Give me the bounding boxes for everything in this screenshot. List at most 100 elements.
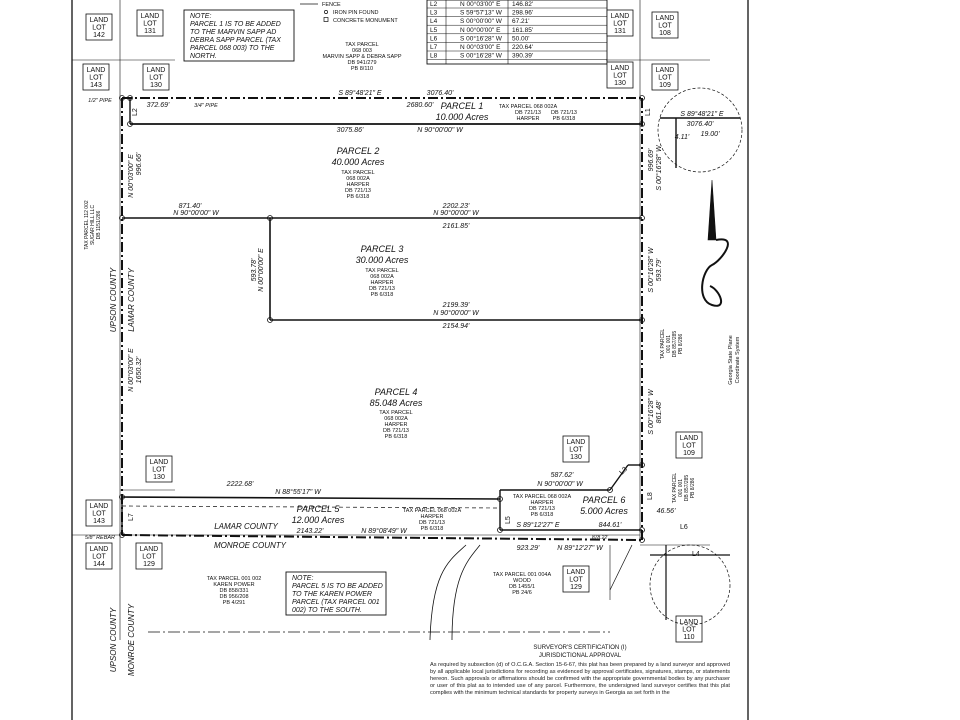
svg-text:PB 6/318: PB 6/318 [421, 526, 444, 532]
harper-block-p1: TAX PARCEL 068 002A DB 721/13 HARPER DB … [499, 104, 577, 122]
land-lot-label-part: 109 [659, 82, 671, 89]
svg-text:996.69': 996.69' [648, 148, 655, 171]
land-lot-box [675, 615, 703, 643]
parcel-1-name: PARCEL 1 [441, 101, 484, 111]
legend: FENCE IRON PIN FOUND CONCRETE MONUMENT [300, 2, 398, 24]
svg-text:1650.32': 1650.32' [136, 356, 143, 383]
certification-text: As required by subsection (d) of O.C.G.A… [430, 662, 730, 696]
svg-text:TAX PARCEL: TAX PARCEL [345, 42, 378, 48]
svg-text:TAX PARCEL 068 002A: TAX PARCEL 068 002A [513, 494, 572, 500]
svg-text:HARPER: HARPER [371, 280, 394, 286]
svg-text:LAMAR COUNTY: LAMAR COUNTY [214, 522, 278, 531]
land-lot-label-part: LOT [613, 73, 627, 80]
line-table-distance: 146.82' [512, 1, 533, 8]
line-table-id: L8 [430, 53, 438, 60]
svg-text:DB 956/208: DB 956/208 [219, 594, 248, 600]
land-lot-label-part: LOT [658, 23, 672, 30]
land-lot-label-part: 143 [93, 518, 105, 525]
svg-text:861.48': 861.48' [656, 400, 663, 423]
harper-block-p2: TAX PARCEL 068 002A HARPER DB 721/13 PB … [341, 170, 374, 200]
svg-text:2161.85': 2161.85' [442, 223, 470, 230]
land-lot-label-part: LAND [140, 546, 159, 553]
svg-text:001 001: 001 001 [666, 335, 672, 353]
svg-text:5/8" REBAR: 5/8" REBAR [85, 535, 115, 541]
svg-text:2202.23': 2202.23' [442, 203, 470, 210]
line-table-distance: 298.96' [512, 10, 533, 17]
svg-text:L5: L5 [505, 516, 512, 524]
land-lot-label-part: LAND [87, 67, 106, 74]
harper-block-p5: TAX PARCEL 068 002A HARPER DB 721/13 PB … [403, 508, 462, 532]
dimension-labels: S 89°48'21" E 3076.40' 372.69' 2680.60' … [85, 89, 724, 552]
svg-text:UPSON COUNTY: UPSON COUNTY [109, 267, 118, 332]
land-lot-label-part: 130 [614, 80, 626, 87]
parcel-4-acres: 85.048 Acres [370, 398, 423, 408]
land-lot-box [651, 63, 679, 91]
parcel-3-acres: 30.000 Acres [356, 255, 409, 265]
svg-text:DB 721/13: DB 721/13 [529, 506, 555, 512]
svg-text:001 001: 001 001 [678, 479, 684, 497]
svg-text:002) TO THE SOUTH.: 002) TO THE SOUTH. [292, 607, 362, 614]
svg-text:MONROE COUNTY: MONROE COUNTY [127, 603, 136, 676]
land-lot-label-part: LAND [90, 503, 109, 510]
land-lot-label-part: 142 [93, 32, 105, 39]
svg-text:3075.86': 3075.86' [337, 127, 364, 134]
svg-text:2154.94': 2154.94' [442, 323, 470, 330]
legend-fence: FENCE [322, 2, 341, 8]
land-lot-label-part: LAND [680, 619, 699, 626]
svg-text:PB 8/110: PB 8/110 [351, 66, 373, 72]
svg-text:TAX PARCEL 068 002A: TAX PARCEL 068 002A [499, 104, 558, 110]
note-parcel-1: NOTE: PARCEL 1 IS TO BE ADDED TO THE MAR… [183, 9, 295, 62]
svg-text:MONROE COUNTY: MONROE COUNTY [214, 541, 287, 550]
svg-text:S 00°16'28" W: S 00°16'28" W [647, 388, 655, 435]
note-1-line: PARCEL 068 003) TO THE [190, 45, 275, 52]
east-parcel-label-lower: TAX PARCEL 001 001 DB 857/285 PB 8/286 [672, 473, 696, 504]
svg-text:L7: L7 [128, 513, 135, 521]
land-lot-label-part: LOT [92, 25, 106, 32]
svg-text:593.79': 593.79' [656, 258, 663, 281]
svg-text:593.78': 593.78' [251, 258, 258, 281]
svg-text:TAX PARCEL: TAX PARCEL [341, 170, 374, 176]
svg-text:TAX PARCEL 112 002: TAX PARCEL 112 002 [84, 200, 90, 250]
legend-monument: CONCRETE MONUMENT [333, 18, 398, 24]
land-lot-label-part: LOT [89, 75, 103, 82]
svg-text:WOOD: WOOD [513, 578, 531, 584]
svg-text:878.22': 878.22' [592, 535, 609, 541]
parcel-2-name: PARCEL 2 [337, 146, 380, 156]
line-table-distance: 161.85' [512, 27, 533, 34]
land-lot-label-part: LOT [142, 554, 156, 561]
svg-text:PARCEL (TAX PARCEL 001: PARCEL (TAX PARCEL 001 [292, 599, 380, 606]
land-lot-box [606, 61, 634, 89]
survey-pins [119, 95, 645, 543]
line-table-bearing: S 00°00'00" W [460, 17, 503, 25]
svg-text:DB 721/13: DB 721/13 [419, 520, 445, 526]
south-area-lines [148, 544, 633, 641]
line-table-bearing: N 00°00'00" E [460, 26, 501, 34]
power-parcel-label: TAX PARCEL 001 002 KAREN POWER DB 858/33… [207, 576, 262, 606]
parcel-5-acres: 12.000 Acres [292, 515, 345, 525]
svg-text:L1: L1 [645, 108, 652, 116]
svg-text:S 89°12'27" E: S 89°12'27" E [516, 521, 560, 529]
land-lot-label-part: LOT [569, 447, 583, 454]
land-lot-label-part: 131 [614, 28, 626, 35]
land-lot-label-part: LAND [567, 439, 586, 446]
svg-text:Georgia State Plane: Georgia State Plane [728, 335, 734, 385]
svg-text:2143.22': 2143.22' [296, 528, 324, 535]
svg-text:068 002A: 068 002A [370, 274, 394, 280]
land-lot-label-part: LOT [149, 75, 163, 82]
svg-text:DB 1455/1: DB 1455/1 [509, 584, 535, 590]
grid-system-label: Georgia State Plane Coordinate System [728, 335, 741, 385]
svg-text:JURISDICTIONAL APPROVAL: JURISDICTIONAL APPROVAL [539, 653, 622, 659]
svg-text:HARPER: HARPER [385, 422, 408, 428]
land-lot-label-part: LOT [613, 21, 627, 28]
land-lot-box [85, 13, 113, 41]
line-table-id: L7 [430, 44, 438, 51]
land-lot-label-part: LAND [141, 13, 160, 20]
land-lot-labels: LANDLOT142LANDLOT131LANDLOT143LANDLOT130… [82, 9, 703, 643]
land-lot-label-part: 143 [90, 82, 102, 89]
land-lot-box [135, 542, 163, 570]
svg-text:DB 857/285: DB 857/285 [684, 475, 690, 502]
svg-text:N 90°00'00" W: N 90°00'00" W [433, 309, 480, 317]
land-lot-label-part: LAND [90, 546, 109, 553]
svg-text:N 00°00'00" E: N 00°00'00" E [257, 248, 265, 292]
